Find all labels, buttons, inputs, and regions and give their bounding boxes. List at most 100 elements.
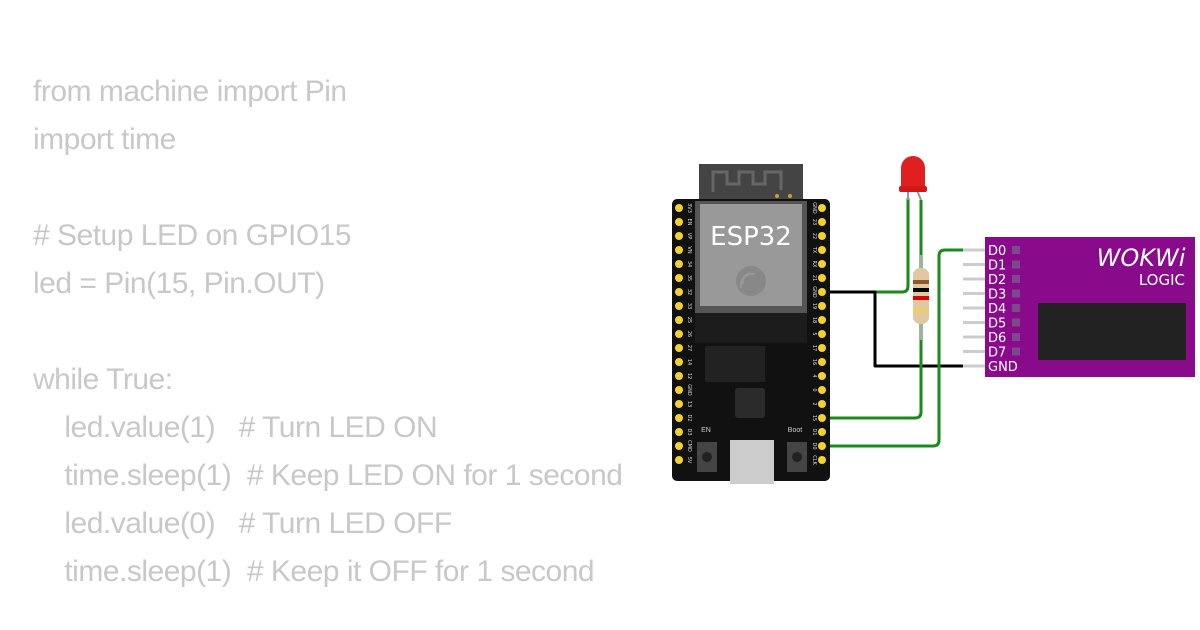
pin-left[interactable] xyxy=(675,442,683,450)
pin-left[interactable] xyxy=(675,456,683,464)
channel-label: D2 xyxy=(988,273,1006,288)
pin-left[interactable] xyxy=(675,232,683,240)
channel-label: D7 xyxy=(988,346,1006,361)
wire-gnd-logic xyxy=(822,290,963,368)
pin-right[interactable] xyxy=(818,232,826,240)
code-line: time.sleep(1) # Keep LED ON for 1 second xyxy=(33,459,623,492)
channel-indicator xyxy=(1012,318,1020,327)
pin-label: 0 xyxy=(811,388,817,391)
channel-indicator xyxy=(1012,246,1020,254)
pin-right[interactable] xyxy=(818,344,826,352)
pin-label: GND xyxy=(811,286,817,298)
pin-right[interactable] xyxy=(818,428,826,436)
pin-right[interactable] xyxy=(818,288,826,296)
pin-right[interactable] xyxy=(818,372,826,380)
pin-left[interactable] xyxy=(675,246,683,254)
pin-label: 26 xyxy=(686,331,692,337)
pin-left[interactable] xyxy=(675,358,683,366)
channel-label: D6 xyxy=(988,331,1006,346)
pin-label: D3 xyxy=(686,428,692,435)
pin-label: 3V3 xyxy=(686,203,692,213)
pin-label: EN xyxy=(686,219,692,226)
pin-right[interactable] xyxy=(818,204,826,212)
pin-left[interactable] xyxy=(675,288,683,296)
logic-display xyxy=(1038,303,1186,360)
pin-left[interactable] xyxy=(675,344,683,352)
pin-right[interactable] xyxy=(818,316,826,324)
pin-label: 34 xyxy=(686,261,692,267)
esp32-board[interactable]: ESP32 EN Boot 3V3ENVPVN34353233252627141… xyxy=(672,164,830,484)
pin-left[interactable] xyxy=(675,414,683,422)
en-label: EN xyxy=(701,427,711,434)
pin-label: 2 xyxy=(811,402,817,405)
pin-right[interactable] xyxy=(818,400,826,408)
pin-label: 14 xyxy=(686,359,692,365)
pin-left[interactable] xyxy=(675,400,683,408)
pin-right[interactable] xyxy=(818,274,826,282)
pin-label: CMD xyxy=(686,440,692,452)
pin-right[interactable] xyxy=(818,330,826,338)
pin-left[interactable] xyxy=(675,372,683,380)
pin-label: 12 xyxy=(686,373,692,379)
pin-left[interactable] xyxy=(675,316,683,324)
pin-label: 18 xyxy=(811,317,817,323)
wire-resistor-gpio15 xyxy=(822,320,923,420)
pin-left[interactable] xyxy=(675,302,683,310)
pin-left[interactable] xyxy=(675,218,683,226)
code-line: import time xyxy=(33,123,176,156)
code-line: led.value(0) # Turn LED OFF xyxy=(33,507,452,540)
pin-right[interactable] xyxy=(818,260,826,268)
channel-label: D1 xyxy=(988,259,1006,274)
channel-label: GND xyxy=(988,360,1018,375)
pin-left[interactable] xyxy=(675,260,683,268)
pin-right[interactable] xyxy=(818,386,826,394)
pin-right[interactable] xyxy=(818,414,826,422)
pin-right[interactable] xyxy=(818,442,826,450)
pin-label: 21 xyxy=(811,275,817,281)
esp32-label: ESP32 xyxy=(710,222,792,252)
pin-label: VN xyxy=(686,246,692,253)
pin-label: 19 xyxy=(811,303,817,309)
wire-led-gnd xyxy=(822,198,910,294)
channel-label: D4 xyxy=(988,302,1006,317)
channel-indicator xyxy=(1012,275,1020,283)
pin-right[interactable] xyxy=(818,456,826,464)
pin-label: 23 xyxy=(811,219,817,225)
channel-indicator xyxy=(1012,347,1020,356)
logic-brand: WOKWi xyxy=(1097,244,1186,272)
pin-right[interactable] xyxy=(818,218,826,226)
pin-label: 27 xyxy=(686,345,692,351)
channel-label: D3 xyxy=(988,288,1006,303)
pin-label: 4 xyxy=(811,374,817,377)
pin-right[interactable] xyxy=(818,246,826,254)
code-line: while True: xyxy=(33,363,173,396)
pin-left[interactable] xyxy=(675,386,683,394)
pin-label: 13 xyxy=(686,401,692,407)
code-line: from machine import Pin xyxy=(33,75,347,108)
pin-label: D1 xyxy=(811,428,817,435)
channel-indicator xyxy=(1012,304,1020,312)
code-editor-text: from machine import Pin import time # Setu… xyxy=(33,68,623,596)
code-line: led.value(1) # Turn LED ON xyxy=(33,411,438,444)
pin-label: GND xyxy=(811,202,817,214)
pin-label: TX xyxy=(811,246,817,254)
pin-label: 5 xyxy=(811,332,817,335)
pin-right[interactable] xyxy=(818,358,826,366)
pin-label: 25 xyxy=(686,317,692,323)
red-led[interactable] xyxy=(899,156,927,201)
pin-label: D2 xyxy=(686,414,692,421)
pin-label: 32 xyxy=(686,289,692,295)
pin-left[interactable] xyxy=(675,428,683,436)
channel-indicator xyxy=(1012,260,1020,269)
pin-left[interactable] xyxy=(675,330,683,338)
code-line: # Setup LED on GPIO15 xyxy=(33,219,352,252)
pin-right[interactable] xyxy=(818,302,826,310)
pin-label: D0 xyxy=(811,442,817,449)
resistor[interactable] xyxy=(913,200,929,340)
pin-label: 22 xyxy=(811,233,817,239)
pin-left[interactable] xyxy=(675,204,683,212)
pin-left[interactable] xyxy=(675,274,683,282)
pin-label: 5V xyxy=(686,457,692,464)
